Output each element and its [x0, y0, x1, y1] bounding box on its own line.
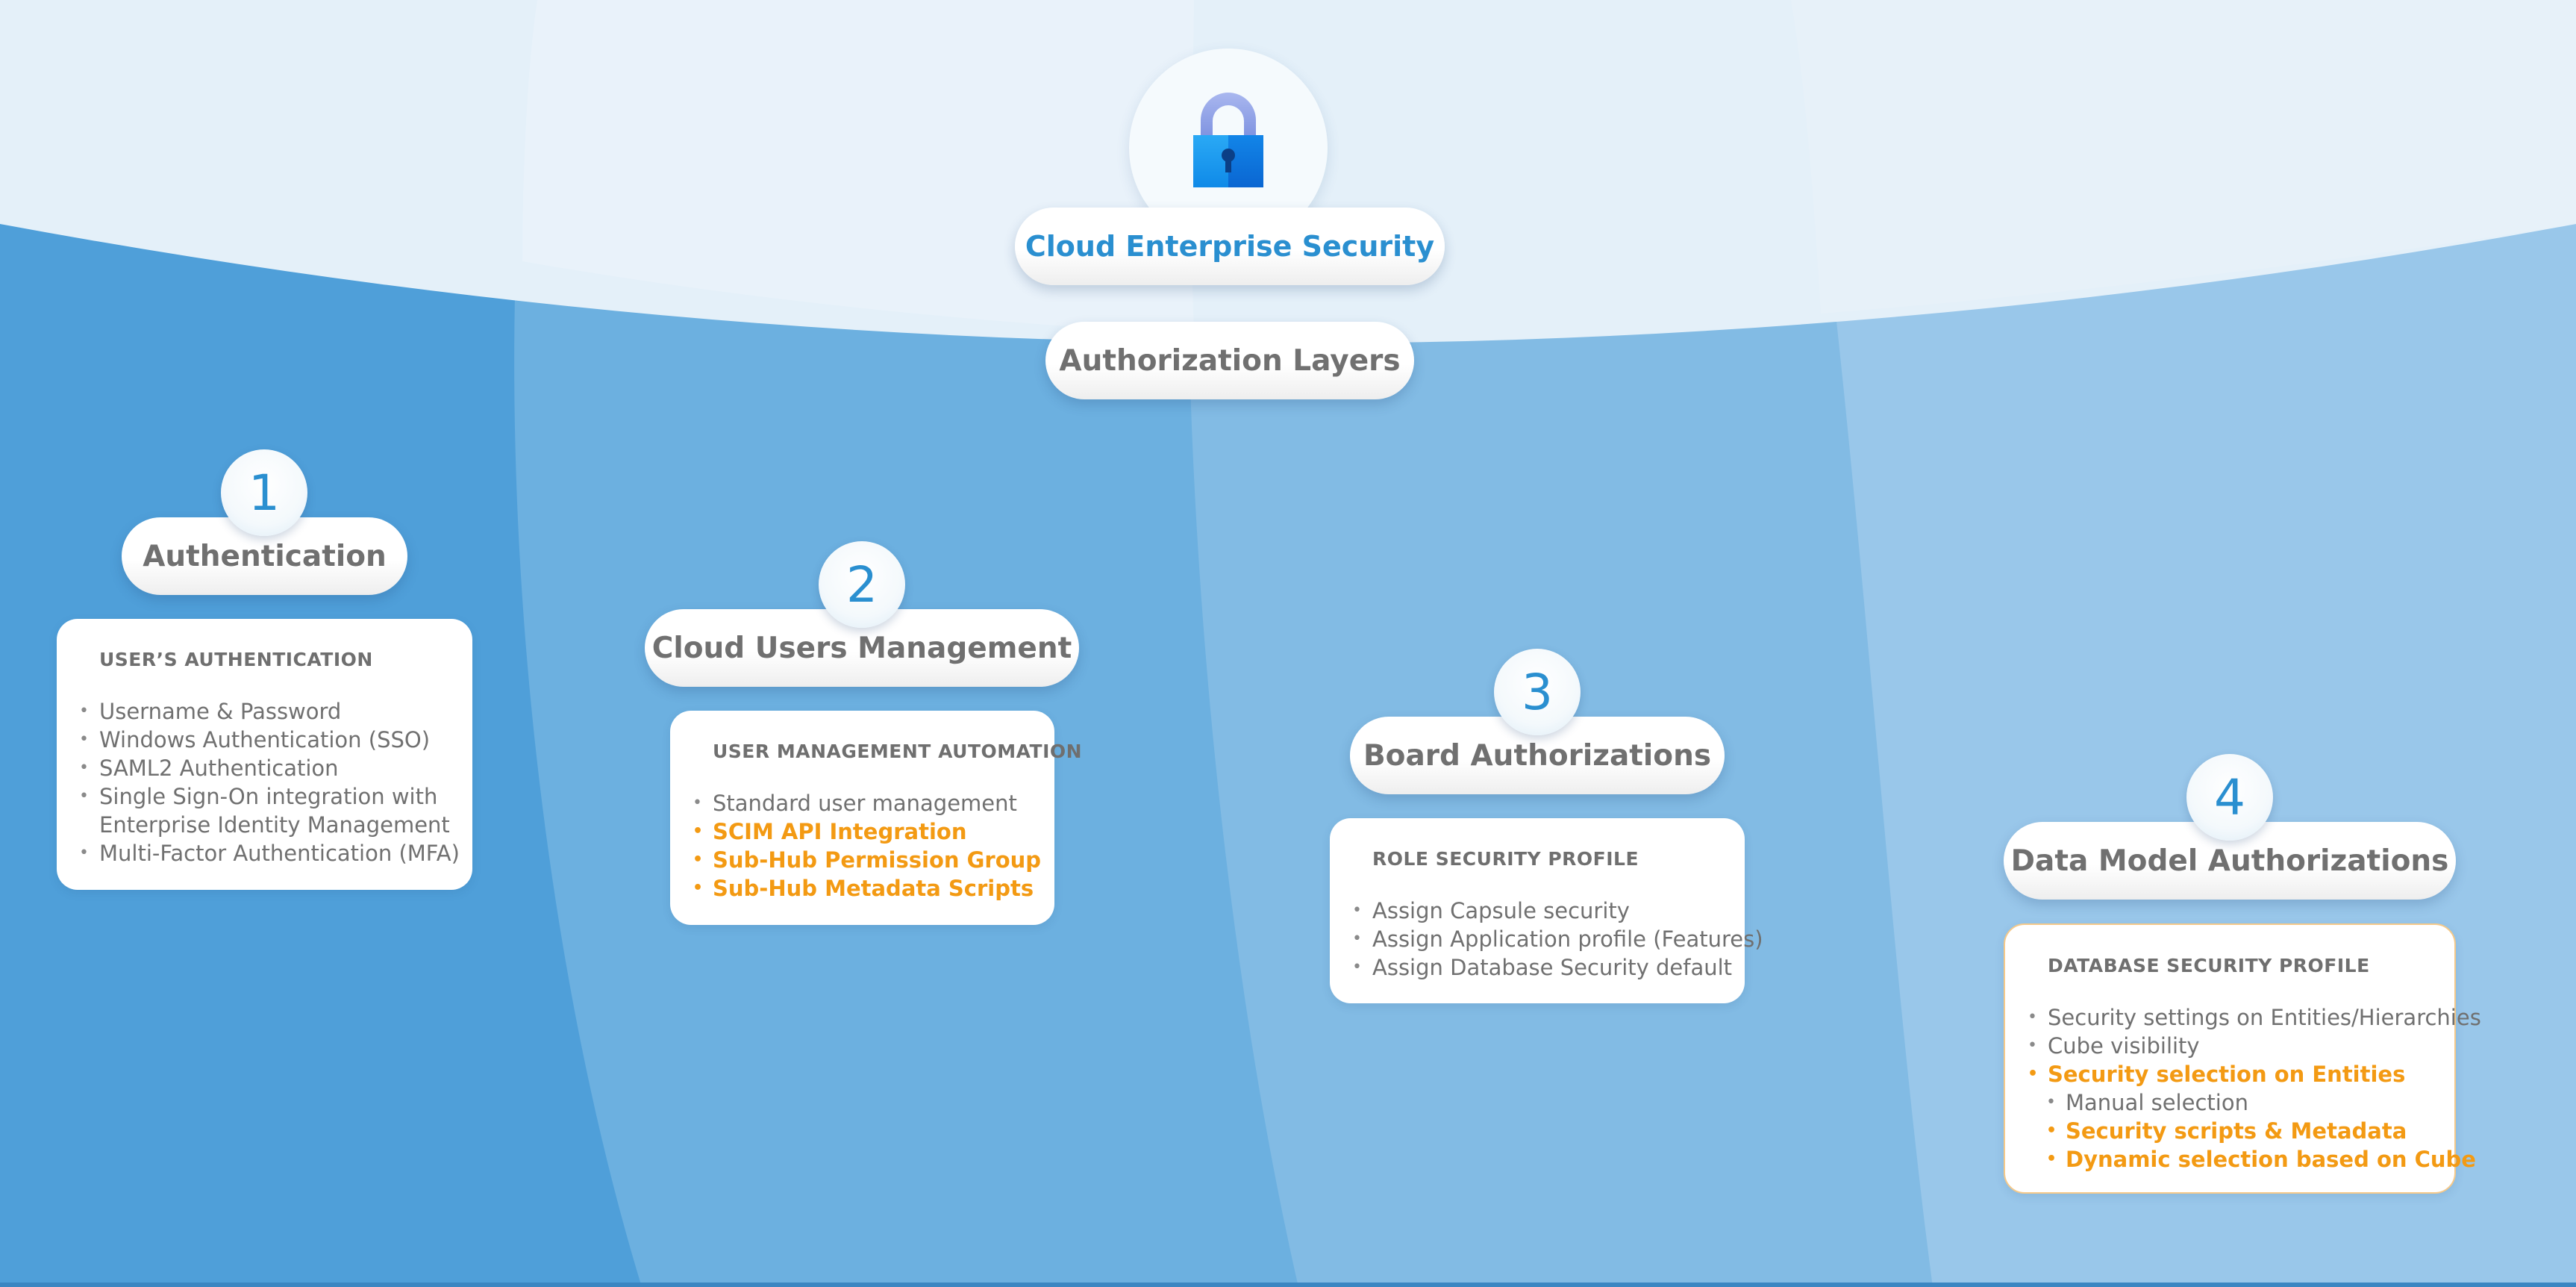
highlight-list-item: SCIM API Integration	[670, 817, 1054, 846]
highlight-list-item: Sub-Hub Permission Group	[670, 846, 1054, 874]
list-item: Single Sign-On integration with	[57, 782, 472, 811]
page-subtitle: Authorization Layers	[1045, 322, 1414, 399]
card-list: Assign Capsule securityAssign Applicatio…	[1330, 897, 1763, 982]
step-number-1: 1	[221, 449, 307, 536]
list-item: Enterprise Identity Management	[99, 812, 450, 838]
step-number-3: 3	[1494, 649, 1581, 735]
list-item: Username & Password	[57, 697, 472, 726]
list-item: Multi-Factor Authentication (MFA)	[57, 839, 472, 867]
list-item: Security settings on Entities/Hierarchie…	[2005, 1003, 2481, 1032]
layer-1-card: USER’S AUTHENTICATION Username & Passwor…	[57, 619, 472, 890]
card-title: USER MANAGEMENT AUTOMATION	[713, 741, 1083, 762]
list-item: SAML2 Authentication	[57, 754, 472, 782]
card-title: DATABASE SECURITY PROFILE	[2048, 955, 2370, 976]
page-title: Cloud Enterprise Security	[1015, 208, 1445, 285]
list-item: Windows Authentication (SSO)	[57, 726, 472, 754]
highlight-list-item: Dynamic selection based on Cube	[2005, 1145, 2476, 1174]
step-number-2: 2	[819, 541, 905, 628]
highlight-list-item: Security selection on Entities	[2005, 1060, 2454, 1088]
layer-4-card: DATABASE SECURITY PROFILE Security setti…	[2004, 923, 2481, 1194]
list-item: Assign Capsule security	[1330, 897, 1745, 925]
list-item: Manual selection	[2005, 1088, 2454, 1117]
card-list: Username & PasswordWindows Authenticatio…	[57, 697, 472, 867]
card-list: Security settings on Entities/Hierarchie…	[2005, 1003, 2481, 1174]
card-title: USER’S AUTHENTICATION	[99, 649, 373, 670]
layer-2-card: USER MANAGEMENT AUTOMATION Standard user…	[670, 711, 1083, 925]
list-item: Assign Application profile (Features)	[1330, 925, 1763, 953]
list-item: Standard user management	[670, 789, 1054, 817]
highlight-list-item: Sub-Hub Metadata Scripts	[670, 874, 1054, 903]
padlock-icon	[1193, 93, 1263, 187]
card-list: Standard user managementSCIM API Integra…	[670, 789, 1054, 903]
step-number-4: 4	[2186, 754, 2273, 841]
highlight-list-item: Security scripts & Metadata	[2005, 1117, 2454, 1145]
layer-3-card: ROLE SECURITY PROFILE Assign Capsule sec…	[1330, 818, 1763, 1003]
list-item: Cube visibility	[2005, 1032, 2454, 1060]
card-title: ROLE SECURITY PROFILE	[1372, 848, 1639, 870]
list-item: Assign Database Security default	[1330, 953, 1745, 982]
